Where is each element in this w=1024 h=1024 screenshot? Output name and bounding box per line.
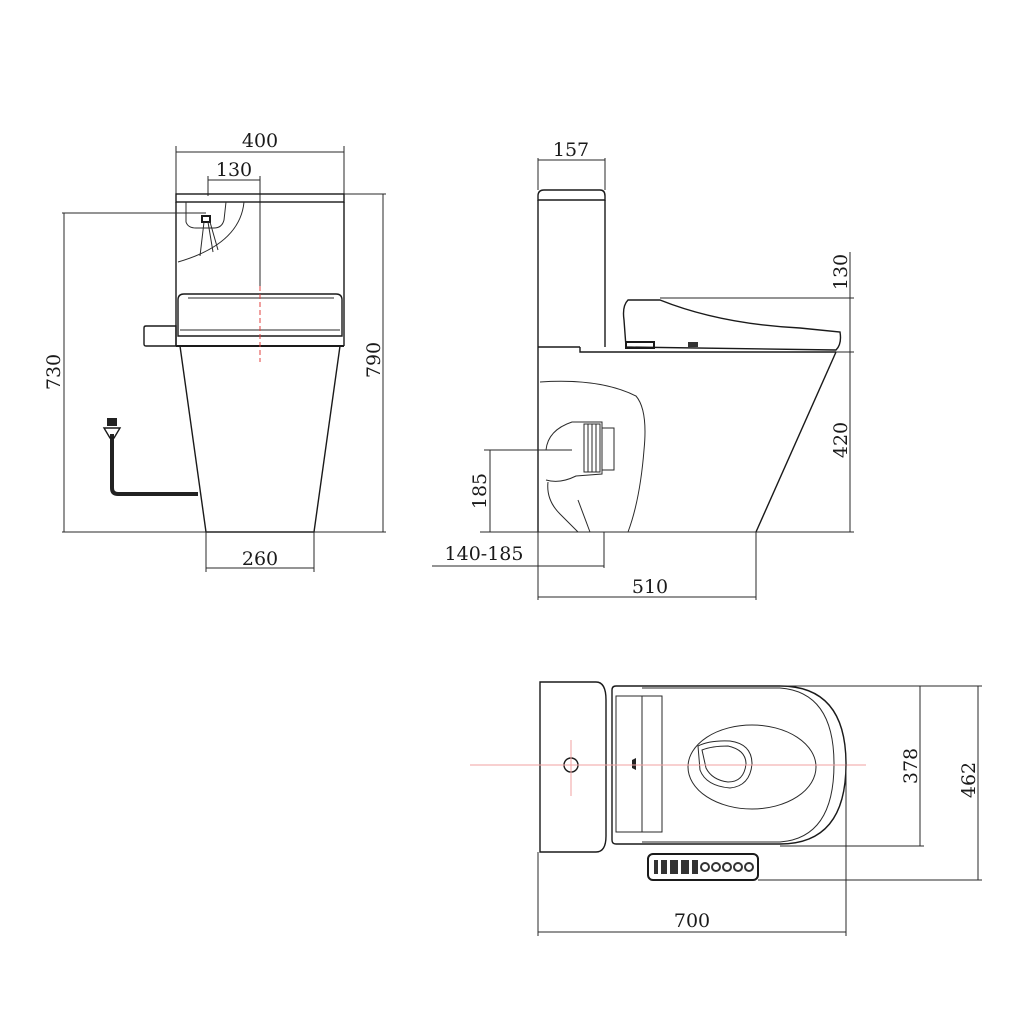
panel-button-icon: [654, 860, 658, 874]
water-valve-icon: [201, 215, 211, 223]
panel-button-icon: [744, 862, 754, 872]
dim-label-700: 700: [674, 910, 710, 932]
tank-top: [539, 681, 607, 853]
dim-label-510: 510: [632, 576, 668, 598]
dim-label-790: 790: [363, 342, 385, 378]
dim-rim-height: 420: [830, 351, 854, 532]
seat-opening: [687, 724, 817, 810]
dim-label-462: 462: [958, 762, 980, 798]
power-cord: [102, 418, 198, 496]
remote-control-panel: [647, 853, 759, 881]
panel-button-icon: [692, 860, 698, 874]
top-view: 700 378 462: [470, 681, 982, 936]
dim-overall-width-top: 462: [758, 685, 982, 881]
dim-label-400: 400: [242, 130, 278, 152]
dim-label-420: 420: [830, 422, 852, 458]
inlet-arc: [177, 201, 245, 263]
dim-rough-in: 140-185: [432, 532, 605, 568]
dim-overall-length: 700: [537, 764, 847, 936]
dim-label-130: 130: [216, 159, 252, 181]
dim-label-260: 260: [242, 548, 278, 570]
dim-outlet-height: 185: [469, 449, 572, 532]
dim-overall-height: 790: [344, 193, 386, 532]
front-view: 400 130: [43, 130, 386, 572]
panel-button-icon: [670, 860, 678, 874]
sensor-icon: [632, 758, 636, 770]
control-panel-buttons: [654, 860, 754, 874]
dim-label-185: 185: [469, 473, 491, 509]
dim-base-width: 260: [205, 532, 315, 572]
dim-inlet-offset: 130: [207, 159, 261, 290]
side-control-box: [143, 325, 177, 347]
dim-tank-depth: 157: [537, 139, 606, 190]
dim-label-378: 378: [900, 748, 922, 784]
seat-lid-side: [622, 299, 842, 351]
seat-front: [177, 293, 343, 337]
tank-lid: [175, 193, 345, 203]
dim-inlet-height: 730: [43, 212, 206, 532]
nozzle-icon: [688, 342, 698, 347]
panel-button-icon: [700, 862, 710, 872]
seat-hinge-cover: [615, 695, 663, 833]
plug-icon: [107, 418, 117, 426]
seat-outline-top: [611, 685, 847, 845]
panel-button-icon: [733, 862, 743, 872]
dim-label-730: 730: [43, 354, 65, 390]
seat-hinge: [625, 341, 655, 349]
dim-label-140-185: 140-185: [445, 543, 524, 565]
dim-bowl-width: 378: [780, 685, 924, 847]
dim-base-length: 510: [537, 532, 757, 600]
panel-button-icon: [722, 862, 732, 872]
bowl-drain: [697, 740, 753, 789]
panel-button-icon: [711, 862, 721, 872]
dim-label-157: 157: [553, 139, 589, 161]
rim-top: [579, 347, 836, 353]
side-view: 157 185: [432, 139, 854, 600]
dim-seat-height: 130: [660, 252, 854, 352]
dim-label-130-seat: 130: [830, 254, 852, 290]
bowl-front-slope: [755, 351, 837, 533]
tank-lid-side: [537, 189, 606, 201]
trapway-outline: [539, 380, 646, 533]
inlet-recess: [185, 201, 227, 229]
dim-overall-width: 400: [175, 130, 345, 194]
bowl-body-front: [179, 345, 341, 533]
panel-button-icon: [661, 860, 667, 874]
panel-button-icon: [681, 860, 689, 874]
